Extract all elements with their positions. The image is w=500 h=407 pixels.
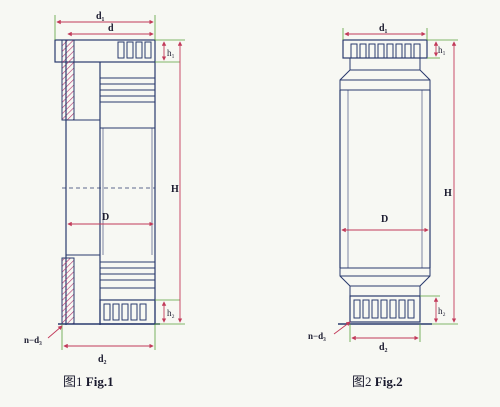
fig2-dimension-lines	[333, 31, 457, 341]
fig2-label-H: H	[444, 188, 452, 199]
fig1-label-nd3: n−d₃	[24, 335, 42, 345]
fig1-bottom-bands	[66, 254, 155, 289]
fig2-label-h2: h₂	[438, 306, 446, 316]
fig2-label-nd3: n−d₃	[308, 331, 326, 341]
figure-2-caption-en: Fig.2	[374, 374, 403, 389]
fig1-label-h2: h₂	[167, 308, 175, 318]
figure-1-caption-en: Fig.1	[85, 374, 114, 389]
fig2-top-flange	[342, 39, 428, 59]
fig2-label-d2: d₂	[379, 342, 388, 353]
fig1-top-bands	[66, 62, 156, 129]
fig2-upper-taper	[339, 58, 431, 91]
figure-1-drawing: d₁ d h₁ H D h₂ n−d₃ d₂	[24, 11, 185, 365]
fig2-label-d1: d₁	[379, 23, 388, 34]
fig1-label-d: d	[108, 23, 114, 34]
fig1-top-flange	[54, 39, 156, 63]
figure-1-caption-cn: 图1	[63, 374, 83, 389]
fig1-main-cylinder	[65, 40, 156, 325]
figure-2-drawing: d₁ h₁ H D h₂ n−d₃ d₂	[308, 23, 458, 353]
fig1-label-h1: h₁	[167, 48, 175, 58]
fig1-label-H: H	[171, 184, 179, 195]
fig2-top-flange-teeth	[350, 43, 421, 59]
fig2-bottom-flange-teeth	[353, 299, 415, 319]
fig2-lower-taper	[339, 267, 431, 296]
fig2-label-h1: h₁	[438, 45, 446, 55]
fig1-label-d1: d₁	[96, 11, 105, 22]
figure-1-caption: 图1 Fig.1	[63, 371, 114, 390]
fig1-label-D: D	[102, 212, 109, 223]
fig2-extension-lines	[342, 28, 458, 342]
fig2-bottom-flange	[349, 295, 421, 323]
fig1-leader-nd3	[47, 325, 63, 339]
fig1-label-d2: d₂	[98, 354, 107, 365]
fig2-leader-nd3	[333, 321, 351, 335]
fig1-dimension-lines	[47, 19, 183, 349]
fig1-bottom-flange-teeth	[103, 303, 147, 321]
fig1-top-section-hatch	[61, 39, 75, 121]
fig1-bottom-section-hatch	[61, 257, 75, 325]
figure-2-caption: 图2 Fig.2	[352, 371, 403, 390]
fig1-extension-lines	[54, 15, 185, 350]
fig1-top-flange-teeth	[117, 41, 152, 59]
fig2-label-D: D	[381, 214, 388, 225]
figure-2-caption-cn: 图2	[352, 374, 372, 389]
fig2-main-cylinder	[339, 90, 431, 268]
